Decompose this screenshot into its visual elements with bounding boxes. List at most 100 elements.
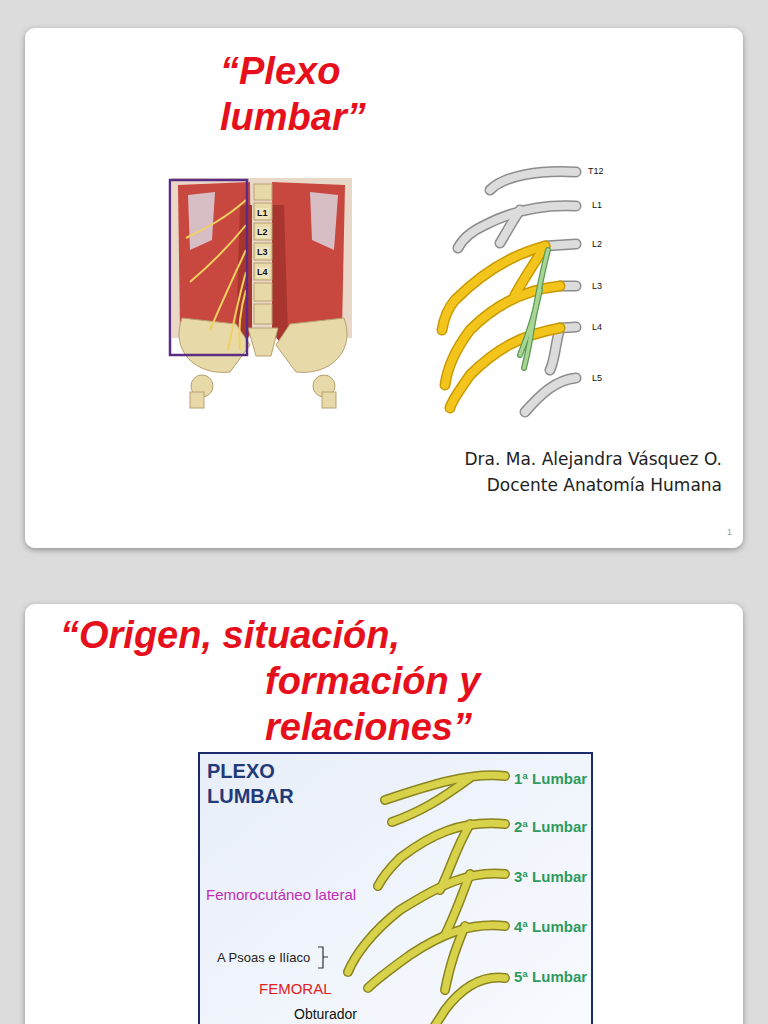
illustration-part — [254, 184, 272, 200]
anatomy-illustration — [170, 178, 352, 408]
slide-title: “Plexo lumbar” — [220, 48, 460, 140]
text-holder: Docente Anatomía Humana — [487, 474, 722, 496]
illustration-part — [458, 206, 576, 248]
illustration-part — [525, 378, 576, 412]
illustration-part — [25, 28, 743, 548]
author-role: Docente Anatomía Humana — [487, 474, 722, 496]
text-holder: Femorocutáneo lateral — [206, 886, 356, 904]
text-holder: A Psoas e Ilíaco — [217, 950, 310, 966]
text-holder: T12 — [588, 166, 604, 177]
text-holder: L2 — [256, 227, 269, 238]
illustration-part — [276, 318, 347, 372]
illustration-part — [458, 206, 576, 248]
illustration-part — [392, 778, 470, 822]
illustration-part — [525, 378, 576, 412]
illustration-part — [322, 392, 336, 408]
illustration-part — [254, 203, 272, 220]
illustration-part — [520, 250, 548, 368]
slide-panel: “Origen, situación, formación y relacion… — [25, 604, 743, 1024]
nerve-label: Femorocutáneo lateral — [206, 886, 356, 904]
slide-backgrounds — [25, 28, 743, 1024]
text-holder: L2 — [592, 239, 602, 250]
slide-panel: “Plexo lumbar” Dra. Ma. Alejandra Vásquez… — [25, 28, 743, 548]
illustration-part — [179, 184, 347, 408]
page-number: 1 — [727, 527, 732, 538]
illustration-part — [254, 223, 272, 240]
illustration-part — [520, 250, 548, 368]
text-holder: FEMORAL — [259, 980, 332, 998]
vertebra-label: L2 — [256, 227, 269, 238]
illustration-part — [190, 392, 204, 408]
text-holder: L3 — [256, 247, 269, 258]
root-label: L1 — [592, 200, 602, 211]
vertebra-label: L4 — [256, 267, 269, 278]
text-holder: L4 — [592, 322, 602, 333]
illustration-part — [239, 290, 246, 350]
text-holder: L5 — [592, 373, 602, 384]
author-name: Dra. Ma. Alejandra Vásquez O. — [464, 448, 722, 470]
root-label: T12 — [588, 166, 604, 177]
illustration-part — [445, 926, 465, 990]
illustration-part — [318, 947, 328, 968]
illustration-part — [170, 180, 247, 355]
slide-title: “Origen, situación, formación y relacion… — [60, 612, 585, 750]
text-holder: Obturador — [294, 1006, 357, 1023]
nerve-roots-diagram — [442, 172, 576, 412]
text-holder: 4ª Lumbar — [514, 918, 587, 936]
root-label: L5 — [592, 373, 602, 384]
illustration-part — [25, 604, 743, 1024]
inset-figure-art — [198, 752, 593, 1024]
nerve-label: Obturador — [294, 1006, 357, 1023]
text-holder: L4 — [256, 267, 269, 278]
text-holder: 3ª Lumbar — [514, 868, 587, 886]
illustration-part — [254, 243, 272, 260]
text-holder: L1 — [256, 208, 269, 219]
branch-label: A Psoas e Ilíaco — [217, 950, 310, 966]
root-label: L4 — [592, 322, 602, 333]
illustration-part — [442, 246, 560, 408]
illustration-part — [500, 210, 520, 243]
illustration-part — [442, 246, 560, 408]
root-label: 1ª Lumbar — [514, 770, 587, 788]
illustration-part — [310, 192, 338, 250]
illustration-part — [442, 246, 545, 330]
text-holder: Dra. Ma. Alejandra Vásquez O. — [464, 448, 722, 470]
text-holder: 2ª Lumbar — [514, 818, 587, 836]
illustration-part — [520, 290, 540, 355]
illustration-part — [490, 172, 576, 190]
illustration-part — [228, 272, 246, 350]
text-holder: L3 — [592, 281, 602, 292]
illustration-part — [450, 328, 560, 408]
illustration-part — [248, 328, 278, 356]
root-label: 4ª Lumbar — [514, 918, 587, 936]
illustration-part — [186, 200, 246, 350]
root-label: L2 — [592, 239, 602, 250]
vertebra-label: L1 — [256, 208, 269, 219]
text-holder: “Plexo lumbar” — [220, 48, 460, 140]
root-label: L3 — [592, 281, 602, 292]
illustration-part — [348, 775, 505, 1024]
figure-title: PLEXO LUMBAR — [207, 759, 302, 809]
vertebra-label: L3 — [256, 247, 269, 258]
text-holder: PLEXO LUMBAR — [207, 759, 302, 809]
illustration-part — [254, 283, 272, 301]
root-label: 3ª Lumbar — [514, 868, 587, 886]
text-holder: 1ª Lumbar — [514, 770, 587, 788]
text-holder: L1 — [592, 200, 602, 211]
inset-figure: PLEXO LUMBAR 1ª Lumbar 2ª Lumbar 3ª Lumbar 4… — [198, 752, 593, 1024]
illustration-part — [190, 225, 246, 282]
root-label: 5ª Lumbar — [514, 968, 587, 986]
root-label: 2ª Lumbar — [514, 818, 587, 836]
illustration-part — [490, 172, 576, 190]
text-holder: 1 — [727, 527, 732, 538]
text-holder: 5ª Lumbar — [514, 968, 587, 986]
text-holder: “Origen, situación, formación y relacion… — [60, 612, 585, 750]
illustration-part — [348, 775, 505, 1024]
illustration-part — [198, 752, 593, 1024]
illustration-part — [188, 192, 215, 250]
illustration-part — [254, 304, 272, 324]
nerve-label: FEMORAL — [259, 980, 332, 998]
illustration-part — [186, 200, 246, 238]
illustration-part — [254, 263, 272, 280]
